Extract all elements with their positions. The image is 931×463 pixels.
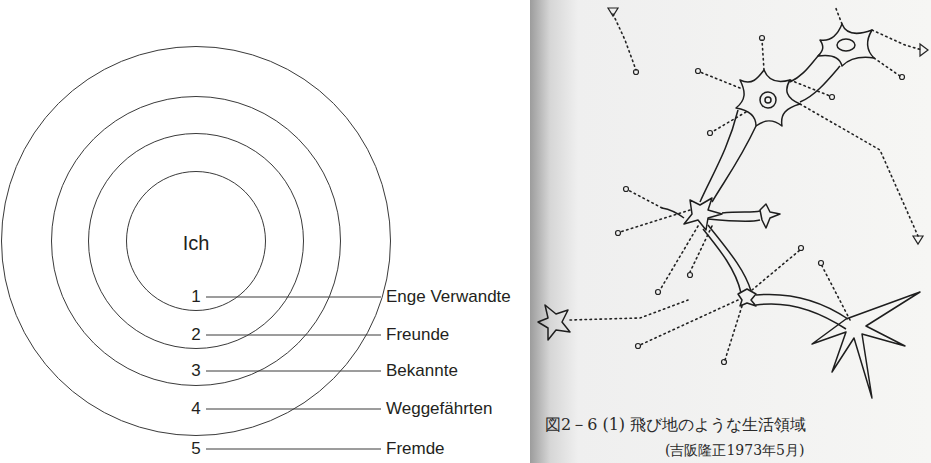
- circle-ring: Ich 1 2 3: [51, 96, 341, 386]
- ring-label: Fremde: [386, 439, 445, 459]
- end-markers: [608, 8, 928, 365]
- center-label: Ich: [183, 232, 210, 255]
- ring-label: Enge Verwandte: [386, 287, 511, 307]
- territory-shapes: [538, 24, 920, 398]
- source-note: (吉阪隆正1973年5月): [665, 442, 804, 458]
- dotted-links: [570, 6, 922, 360]
- leader-line: [206, 371, 381, 372]
- leader-line: [206, 335, 381, 336]
- scan-ground: [530, 0, 931, 463]
- leader-line: [206, 409, 381, 410]
- circle-ring: Ich 1 2: [88, 133, 304, 349]
- leader-line: [206, 449, 381, 450]
- ring-number: 3: [191, 361, 200, 381]
- ring-number: 2: [191, 325, 200, 345]
- ring-number: 4: [191, 399, 200, 419]
- circle-ring: Ich 1 2 3 4: [1, 46, 391, 436]
- ring-number: 1: [191, 287, 200, 307]
- figure-caption: 図2－6 (1) 飛び地のような生活領域: [545, 416, 806, 434]
- ring-label: Bekannte: [386, 361, 458, 381]
- ring-label: Freunde: [386, 325, 449, 345]
- circle-ring: Ich 1: [126, 171, 266, 311]
- ring-label: Weggefährten: [386, 399, 492, 419]
- leader-line: [206, 297, 381, 298]
- ring-number: 5: [191, 439, 200, 459]
- leader-lines: [206, 297, 381, 449]
